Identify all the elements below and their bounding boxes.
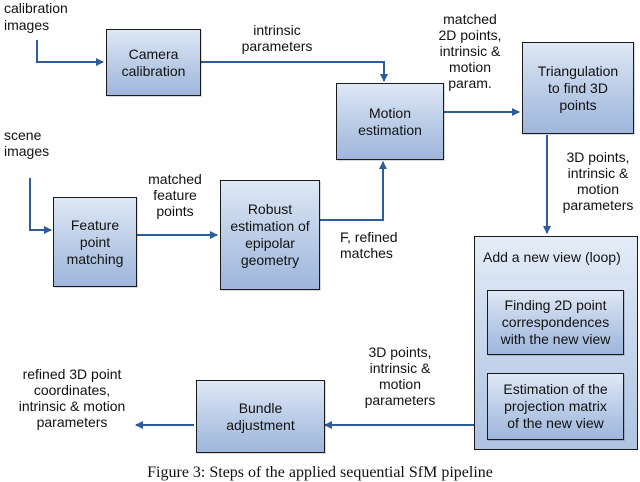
label-matched-feature-points: matched feature points: [148, 171, 202, 219]
robust-estimation-box: Robust estimation of epipolar geometry: [220, 180, 320, 290]
motion-estimation-box: Motion estimation: [336, 83, 444, 160]
arrow-camera-to-motion: [201, 61, 388, 82]
bundle-adjustment-box: Bundle adjustment: [196, 380, 325, 453]
feature-point-matching-box: Feature point matching: [53, 197, 137, 287]
loop-title: Add a new view (loop): [483, 249, 621, 265]
arrow-calibration-images-to-camera: [36, 40, 104, 66]
label-refined-output: refined 3D point coordinates, intrinsic …: [18, 366, 126, 430]
arrow-robust-to-motion: [320, 161, 387, 221]
label-calibration-images: calibration images: [4, 0, 68, 33]
projection-matrix-box: Estimation of the projection matrix of t…: [487, 373, 624, 440]
arrow-scene-images-to-feature: [29, 178, 52, 234]
label-matched-2d-points: matched 2D points, intrinsic & motion pa…: [438, 11, 502, 91]
label-3d-points-bottom: 3D points, intrinsic & motion parameters: [364, 344, 436, 408]
label-f-refined-matches: F, refined matches: [340, 229, 398, 261]
camera-calibration-box: Camera calibration: [106, 29, 201, 96]
figure-caption: Figure 3: Steps of the applied sequentia…: [147, 464, 493, 481]
label-3d-points-right: 3D points, intrinsic & motion parameters: [562, 149, 634, 213]
triangulation-box: Triangulation to find 3D points: [522, 42, 634, 134]
label-scene-images: scene images: [4, 127, 50, 159]
finding-correspondences-box: Finding 2D point correspondences with th…: [487, 290, 624, 355]
label-intrinsic-parameters: intrinsic parameters: [241, 22, 313, 54]
